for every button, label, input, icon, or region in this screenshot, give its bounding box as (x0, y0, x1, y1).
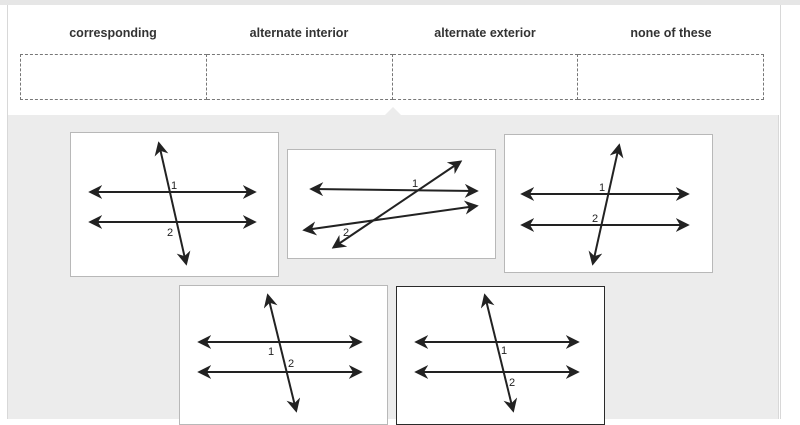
category-headers: corresponding alternate interior alterna… (20, 26, 764, 46)
angle-label-2: 2 (167, 227, 173, 239)
drop-zones (20, 54, 764, 100)
angle-label-1: 1 (501, 345, 507, 357)
angle-label-2: 2 (288, 358, 294, 370)
transversal-line (588, 143, 624, 266)
angle-label-1: 1 (412, 178, 418, 190)
angle-label-1: 1 (268, 346, 274, 358)
transversal-line (263, 293, 301, 413)
drop-zone-corresponding[interactable] (20, 54, 207, 100)
card-1-diagram: 1 2 (88, 141, 257, 266)
tray-pointer (385, 107, 401, 115)
angle-label-1: 1 (171, 180, 177, 192)
draggable-card-4[interactable]: 1 2 (179, 285, 388, 425)
category-header-corresponding: corresponding (69, 26, 157, 40)
draggable-card-2[interactable]: 1 2 (287, 149, 496, 259)
draggable-card-3[interactable]: 1 2 (504, 134, 713, 273)
card-5-diagram: 1 2 (414, 293, 580, 413)
category-header-alternate-exterior: alternate exterior (434, 26, 536, 40)
drop-zone-alternate-exterior[interactable] (392, 54, 579, 100)
category-header-alternate-interior: alternate interior (249, 26, 349, 40)
category-header-none-of-these: none of these (630, 26, 712, 40)
transversal-line (480, 293, 518, 413)
draggable-card-1[interactable]: 1 2 (70, 132, 279, 277)
drop-zone-alternate-interior[interactable] (206, 54, 393, 100)
card-3-diagram: 1 2 (520, 143, 690, 266)
angle-label-2: 2 (509, 377, 515, 389)
draggable-card-5[interactable]: 1 2 (396, 286, 605, 425)
horizontal-line (309, 182, 479, 198)
transversal-line (331, 160, 463, 249)
transversal-line (154, 141, 191, 266)
angle-label-2: 2 (343, 227, 349, 239)
drop-zone-none-of-these[interactable] (578, 54, 764, 100)
top-strip (0, 0, 800, 5)
angle-label-2: 2 (592, 213, 598, 225)
card-2-diagram: 1 2 (302, 160, 479, 249)
angle-label-1: 1 (599, 182, 605, 194)
card-4-diagram: 1 2 (197, 293, 363, 413)
